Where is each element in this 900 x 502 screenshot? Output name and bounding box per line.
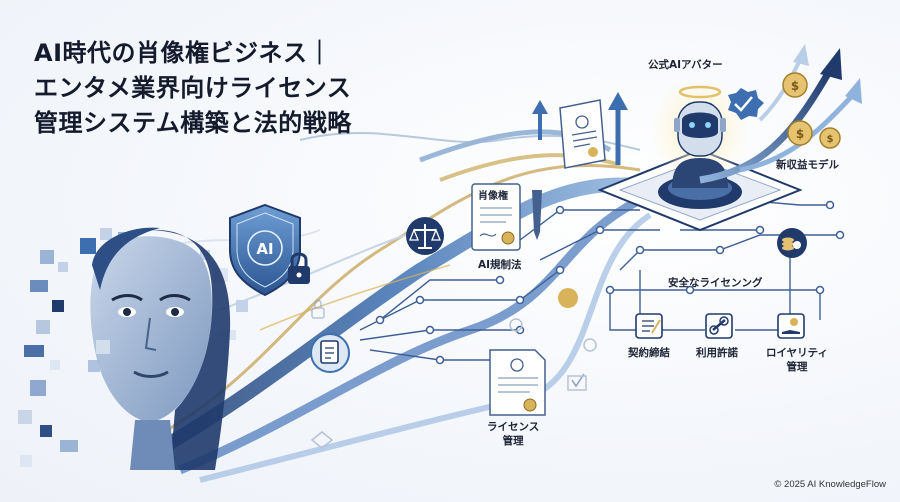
label-license-management: ライセンス 管理 xyxy=(487,421,540,447)
shield-brain-icon: AI xyxy=(229,203,301,297)
copyright: © 2025 AI KnowledgeFlow xyxy=(774,479,886,490)
decor-marks xyxy=(310,318,597,449)
scales-icon xyxy=(406,217,444,255)
circuit-nodes xyxy=(375,195,845,365)
label-official-avatar: 公式AIアバター xyxy=(648,59,723,71)
title-line-3: 管理システム構築と法的戦略 xyxy=(34,109,352,137)
label-safe-licensing: 安全なライセンング xyxy=(668,277,763,289)
flow-streams xyxy=(136,129,652,483)
label-ai-regulation: AI規制法 xyxy=(478,259,522,271)
link-icon xyxy=(705,313,733,339)
royalty-hand-icon xyxy=(777,313,805,339)
label-portrait-right: 肖像権 xyxy=(478,191,508,202)
license-document-icon xyxy=(489,349,546,416)
title-line-1: AI時代の肖像権ビジネス｜ xyxy=(34,39,333,67)
document-icon xyxy=(310,333,350,373)
contract-icon xyxy=(635,313,663,339)
coin-icon: $ $ $ xyxy=(782,72,841,149)
label-new-revenue-model: 新収益モデル xyxy=(776,159,839,171)
gold-dot xyxy=(558,288,578,308)
label-royalty-management: ロイヤリティ 管理 xyxy=(766,347,829,373)
verified-badge-icon xyxy=(728,88,764,120)
certificate-icon xyxy=(471,183,521,251)
pen-icon xyxy=(532,190,542,240)
svg-text:$: $ xyxy=(791,79,799,93)
label-usage-permission: 利用許諾 xyxy=(696,347,738,359)
svg-text:$: $ xyxy=(827,134,834,145)
coin-stack-icon xyxy=(777,228,807,258)
up-arrow-icon xyxy=(532,92,628,165)
scroll-document-icon xyxy=(559,99,606,169)
small-lock-icon xyxy=(311,299,325,319)
shield-ai-text: AI xyxy=(256,240,273,258)
face-portrait xyxy=(88,227,231,470)
label-contract: 契約締結 xyxy=(628,347,670,359)
page-title: AI時代の肖像権ビジネス｜ エンタメ業界向けライセンス 管理システム構築と法的戦… xyxy=(34,36,352,141)
lock-icon xyxy=(288,252,310,284)
svg-text:$: $ xyxy=(796,127,804,141)
title-line-2: エンタメ業界向けライセンス xyxy=(34,74,352,102)
